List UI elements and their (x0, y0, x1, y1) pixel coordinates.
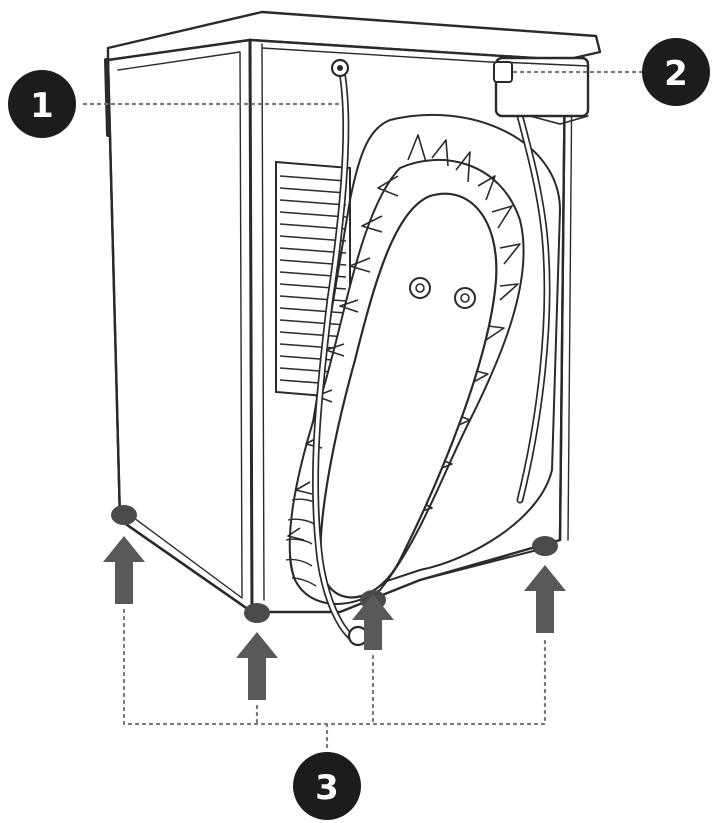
callout-badge (8, 70, 76, 138)
callout-number: 3 (315, 768, 339, 808)
arrow-up-icon (236, 632, 278, 700)
arrow-up-icon (524, 565, 566, 633)
inlet-valve (493, 61, 513, 83)
callout-badge (642, 38, 710, 106)
callout-number: 1 (30, 86, 54, 126)
callout-2: 2 (642, 38, 710, 106)
leader-line-3 (122, 608, 547, 754)
callout-3: 3 (293, 752, 361, 820)
foot-front-left (244, 603, 270, 623)
foot-rear-left (111, 505, 137, 525)
leader-lines (82, 70, 648, 754)
arrow-up-icon (352, 594, 394, 650)
callout-1: 1 (8, 70, 76, 138)
arrows (103, 536, 566, 700)
callout-number: 2 (664, 54, 688, 94)
foot-rear-right (532, 536, 558, 556)
callout-badge (293, 752, 361, 820)
arrow-up-icon (103, 536, 145, 604)
